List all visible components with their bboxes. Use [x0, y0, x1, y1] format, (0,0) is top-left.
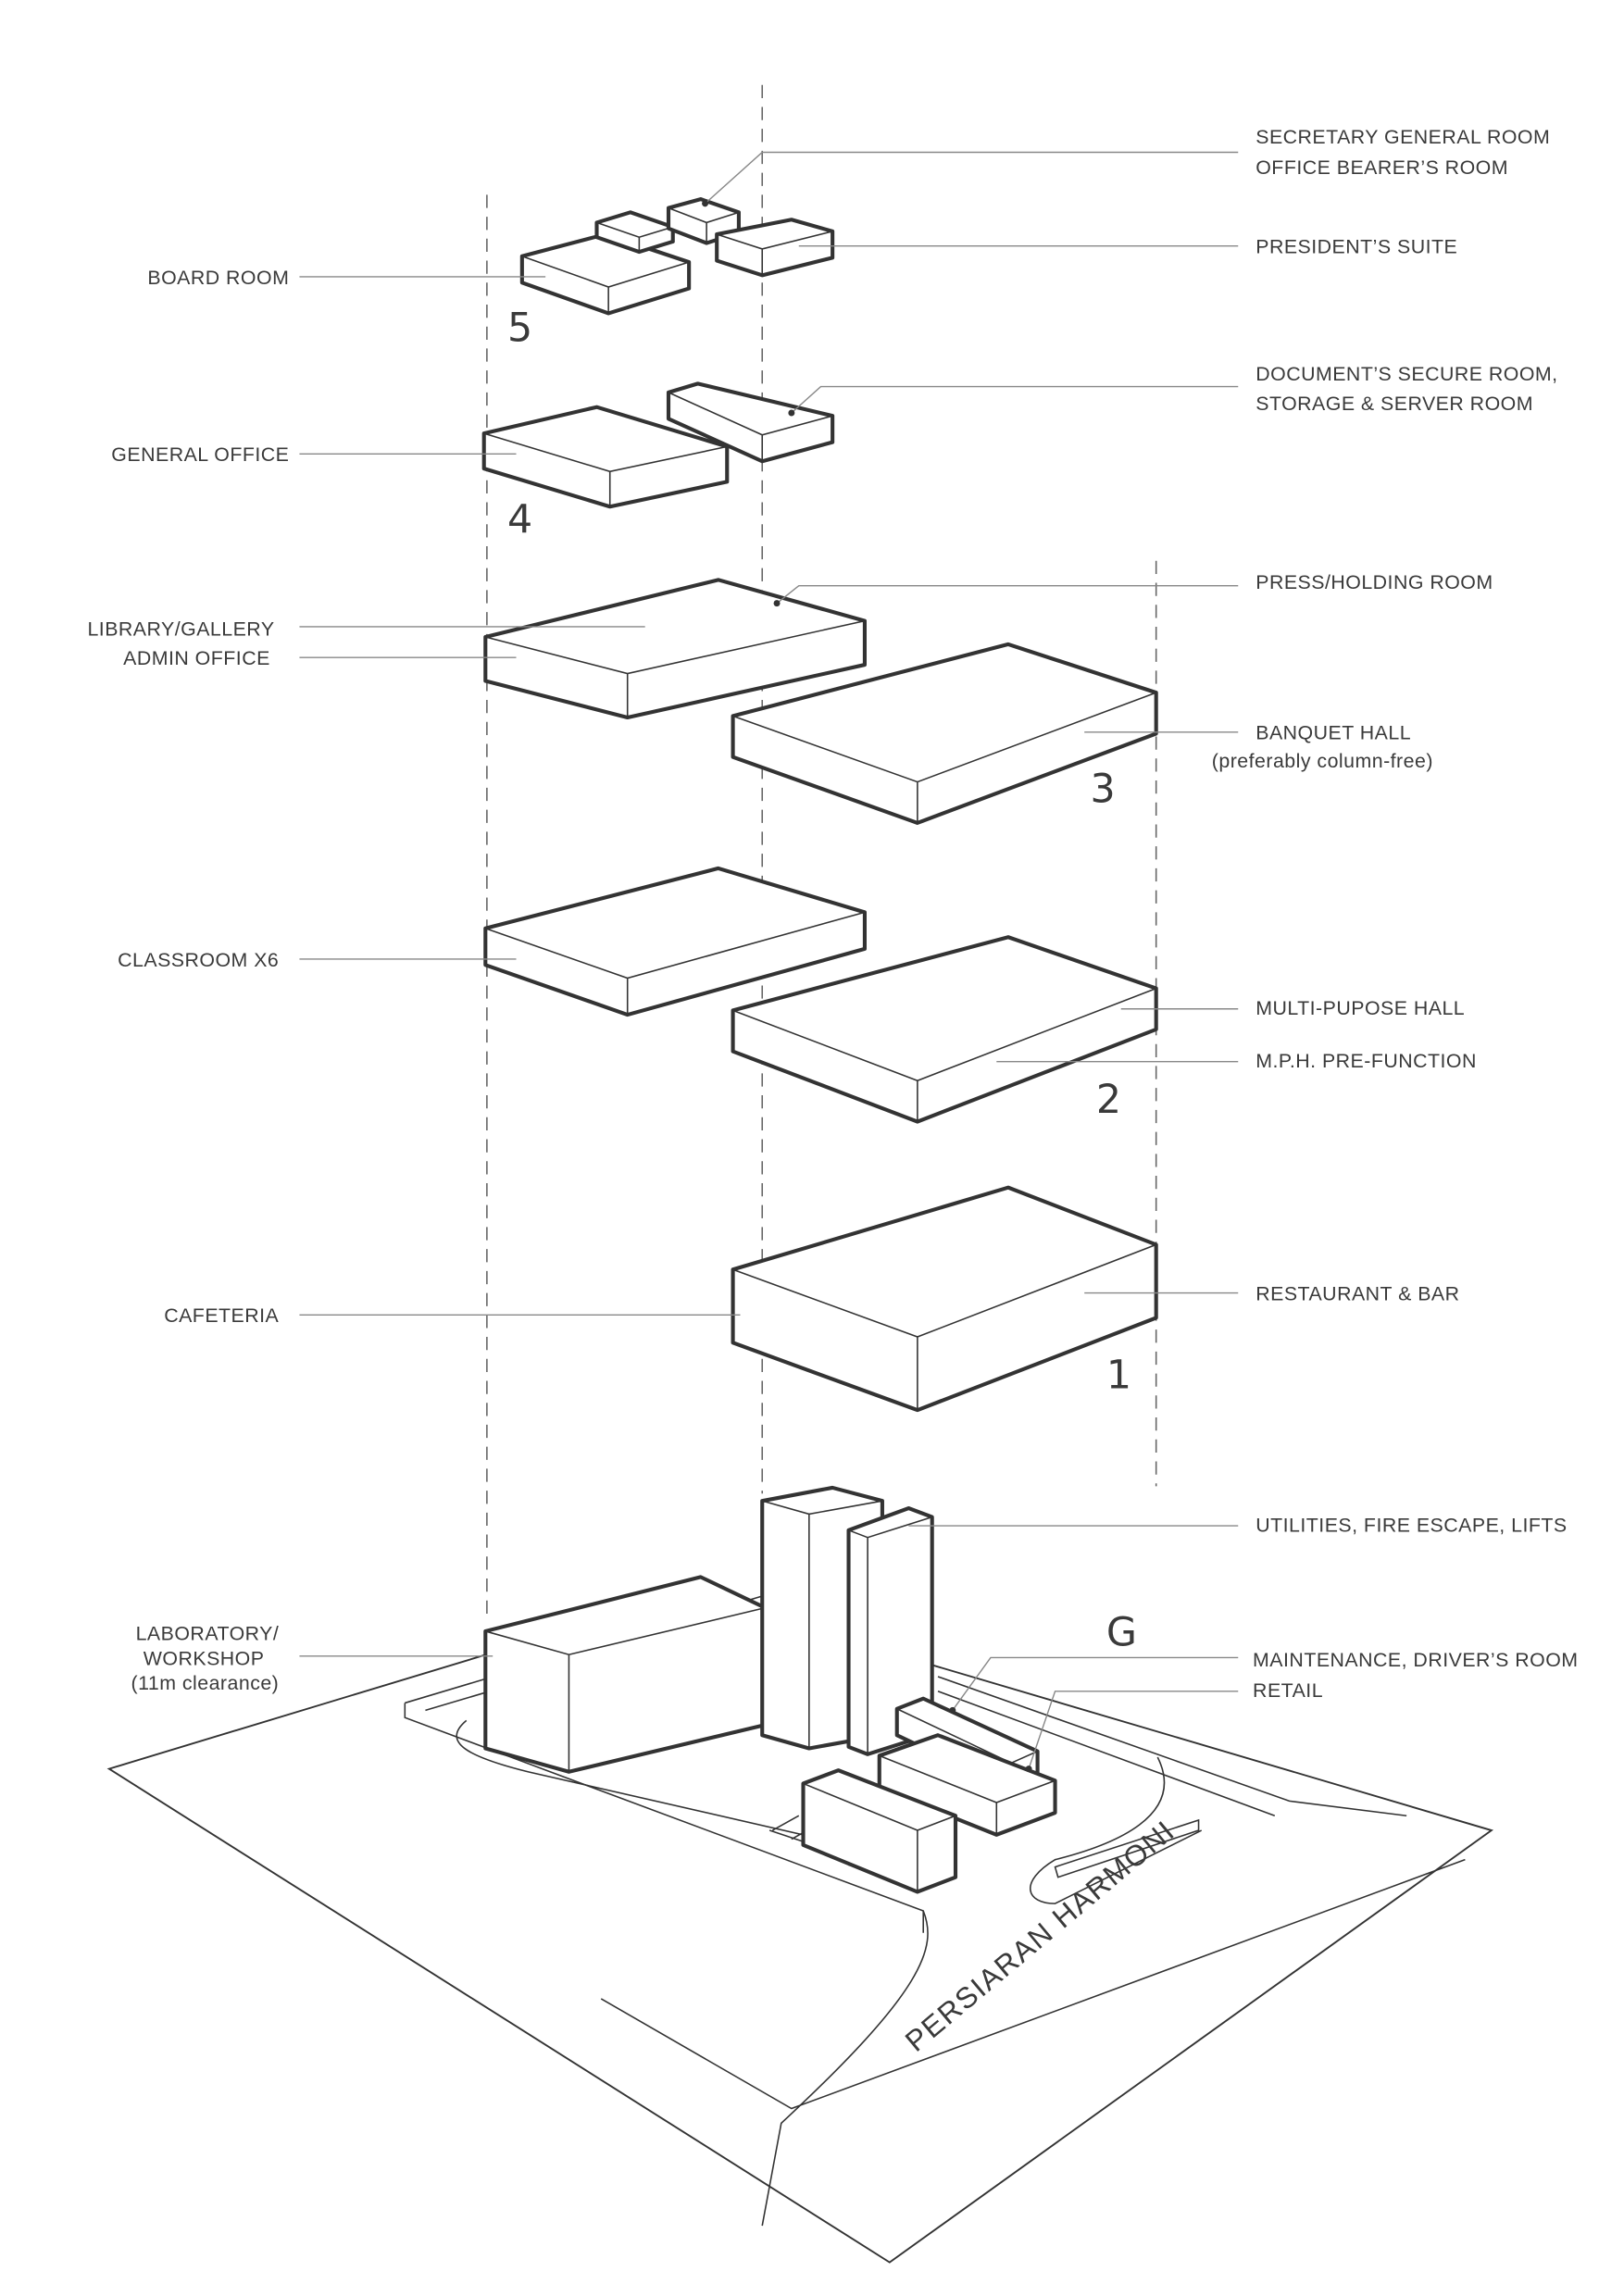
label-column-free: (preferably column-free) — [1212, 750, 1433, 772]
building-volumes — [481, 197, 1158, 1894]
label-board-room: BOARD ROOM — [147, 267, 289, 289]
label-storage-server: STORAGE & SERVER ROOM — [1255, 393, 1533, 415]
general-office-volume — [481, 405, 730, 509]
library-volume — [483, 578, 867, 720]
classroom-volume — [483, 866, 867, 1017]
label-workshop: WORKSHOP — [144, 1647, 265, 1669]
label-banquet-hall: BANQUET HALL — [1255, 722, 1411, 744]
label-restaurant-bar: RESTAURANT & BAR — [1255, 1282, 1459, 1304]
floor-number-2: 2 — [1096, 1077, 1121, 1123]
floor-number-3: 3 — [1091, 767, 1116, 813]
label-admin-office: ADMIN OFFICE — [123, 647, 270, 669]
floor-number-4: 4 — [507, 497, 532, 543]
restaurant-volume — [731, 1185, 1158, 1413]
label-classroom: CLASSROOM X6 — [118, 949, 279, 971]
label-secretary-general: SECRETARY GENERAL ROOM — [1255, 126, 1550, 148]
label-clearance: (11m clearance) — [131, 1672, 280, 1694]
label-press-room: PRESS/HOLDING ROOM — [1255, 571, 1493, 593]
banquet-hall-volume — [731, 642, 1158, 825]
label-utilities: UTILITIES, FIRE ESCAPE, LIFTS — [1255, 1514, 1567, 1536]
label-retail: RETAIL — [1253, 1679, 1323, 1702]
president-suite-volume — [715, 218, 835, 278]
label-mph-prefunction: M.P.H. PRE-FUNCTION — [1255, 1050, 1477, 1072]
label-cafeteria: CAFETERIA — [164, 1304, 279, 1327]
floor-number-5: 5 — [507, 306, 532, 352]
label-laboratory: LABORATORY/ — [136, 1622, 280, 1644]
label-maintenance: MAINTENANCE, DRIVER’S ROOM — [1253, 1649, 1579, 1671]
leader-lines — [299, 151, 1239, 1773]
kiosk-volume — [801, 1768, 958, 1894]
label-document-room: DOCUMENT’S SECURE ROOM, — [1255, 363, 1557, 385]
label-general-office: GENERAL OFFICE — [111, 443, 289, 466]
floor-number-g: G — [1106, 1610, 1137, 1656]
label-multipurpose-hall: MULTI-PUPOSE HALL — [1255, 997, 1465, 1019]
small-room-volume — [594, 210, 675, 255]
multipurpose-hall-volume — [731, 935, 1158, 1124]
document-room-volume — [666, 381, 835, 464]
label-office-bearer: OFFICE BEARER’S ROOM — [1255, 156, 1508, 179]
floor-number-1: 1 — [1106, 1352, 1131, 1398]
label-president-suite: PRESIDENT’S SUITE — [1255, 236, 1457, 258]
label-library-gallery: LIBRARY/GALLERY — [87, 618, 274, 640]
